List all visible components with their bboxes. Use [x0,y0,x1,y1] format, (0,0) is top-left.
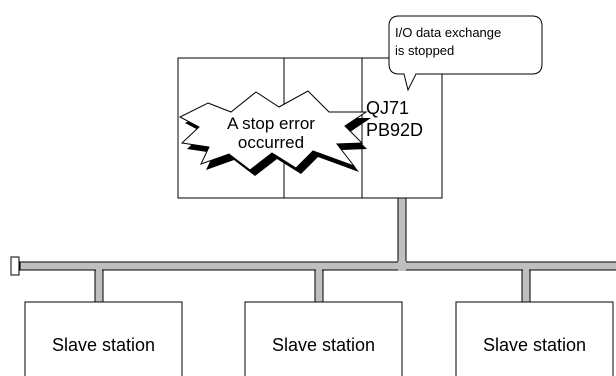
terminating-resistor [10,256,20,276]
callout-bubble [388,15,543,92]
slave-station-1-label: Slave station [52,335,155,355]
slave-station-3-label: Slave station [483,335,586,355]
callout-line1: I/O data exchange [395,25,501,40]
error-burst-line1: A stop error [227,114,315,133]
module-name-line1: QJ71 [366,98,409,118]
slave-drop-lines [94,268,531,303]
master-drop-line [397,197,407,263]
error-burst-shape [178,90,368,171]
slave-station-1: Slave station [24,301,183,376]
error-burst-line2: occurred [238,133,304,152]
status-callout: I/O data exchange is stopped [388,15,543,92]
callout-line2: is stopped [395,43,454,58]
slave-station-2-label: Slave station [272,335,375,355]
module-name-line2: PB92D [366,120,423,140]
error-burst: A stop error occurred [178,90,371,176]
slave-station-2: Slave station [244,301,403,376]
slave-station-3: Slave station [455,301,614,376]
master-module-label: QJ71 PB92D [366,98,423,140]
